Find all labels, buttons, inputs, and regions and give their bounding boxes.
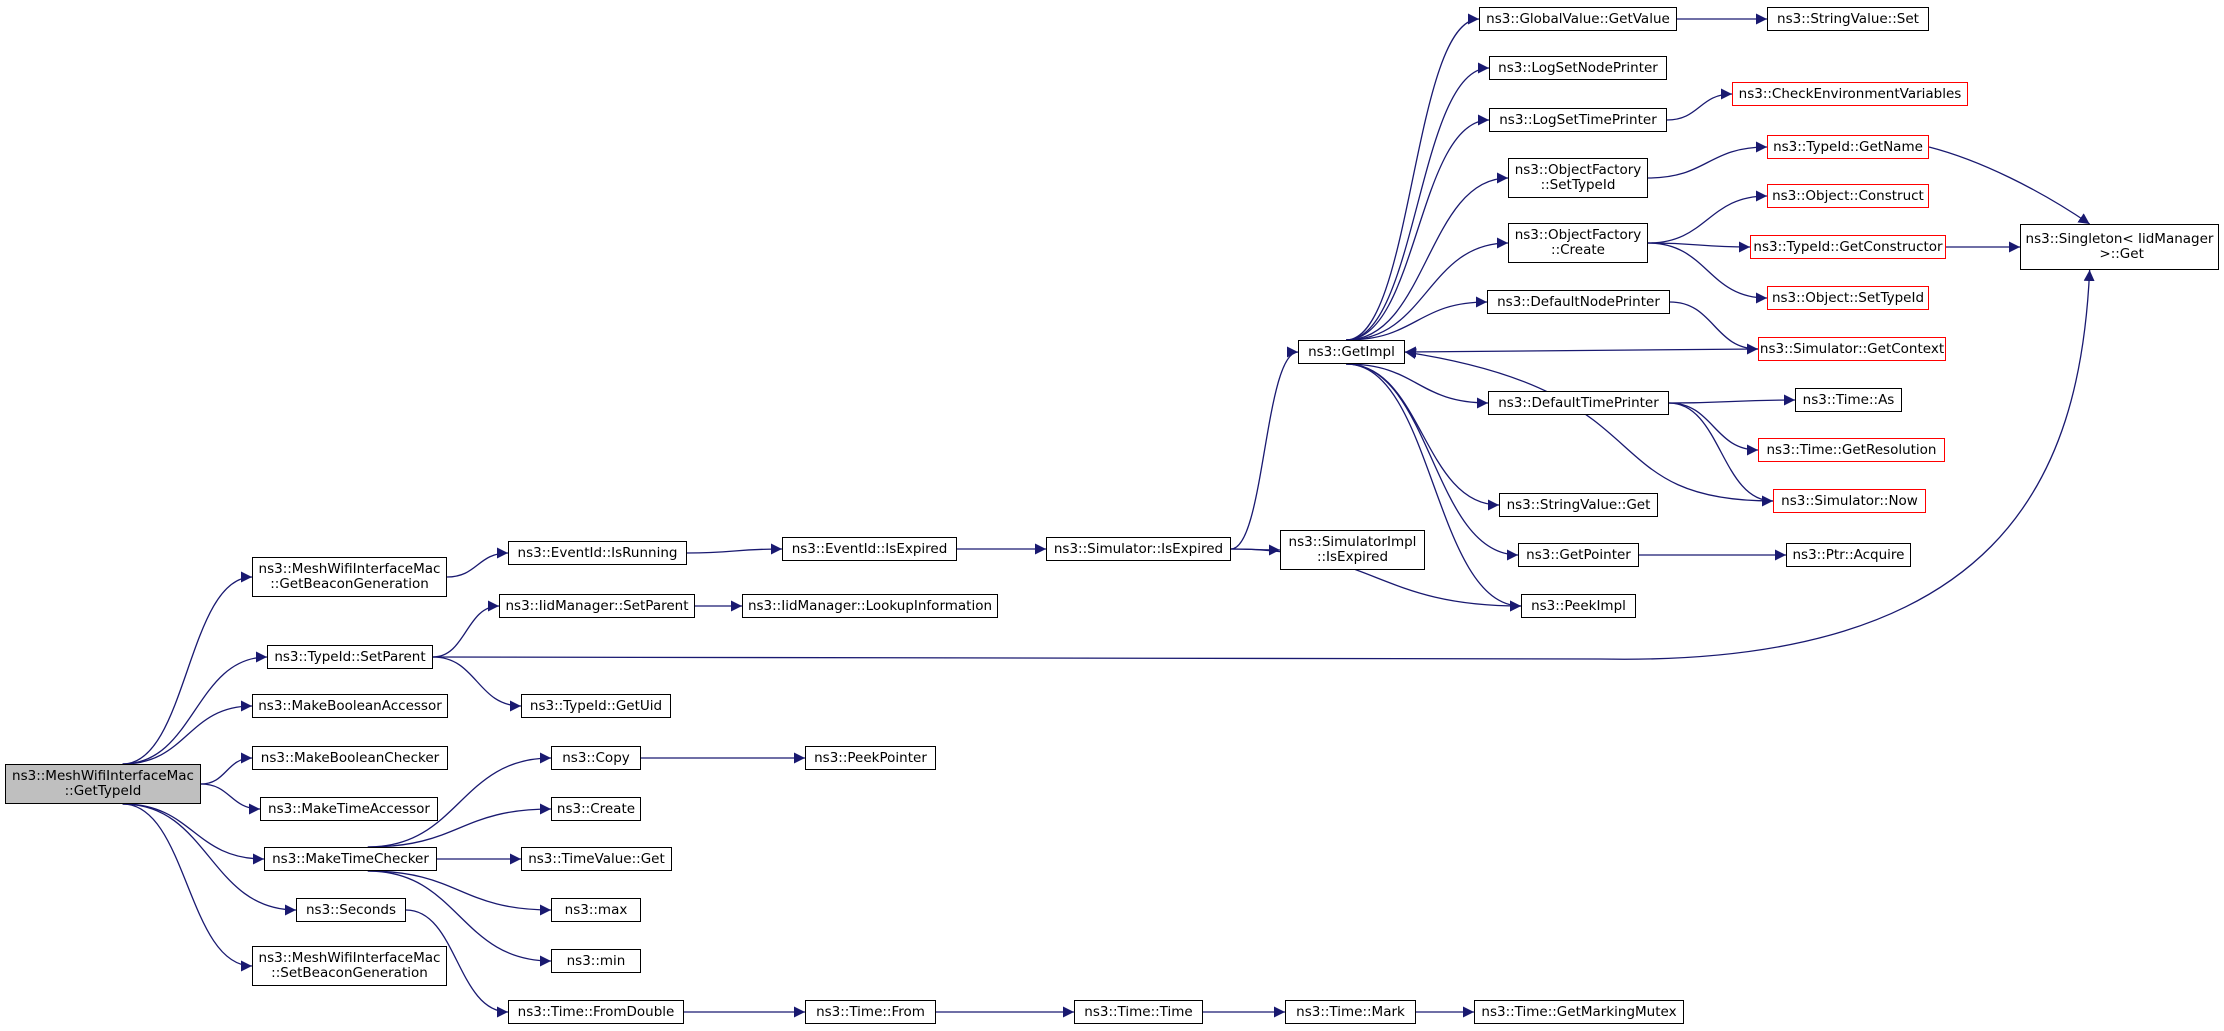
edge-defTimePrinter-to-timeAs bbox=[1668, 394, 1796, 406]
edge-simGetContext-to-getImpl bbox=[1404, 346, 1759, 358]
node-min[interactable]: ns3::min bbox=[551, 949, 641, 973]
node-time-time[interactable]: ns3::Time::Time bbox=[1074, 1000, 1203, 1024]
node-get-uid[interactable]: ns3::TypeId::GetUid bbox=[521, 694, 671, 718]
edge-makeTimeChk-to-min bbox=[367, 870, 552, 967]
node-sim-is-expired[interactable]: ns3::Simulator::IsExpired bbox=[1046, 537, 1231, 561]
node-obj-set-type-id[interactable]: ns3::Object::SetTypeId bbox=[1767, 286, 1929, 310]
node-lookup-info[interactable]: ns3::IidManager::LookupInformation bbox=[742, 594, 998, 618]
edge-root-to-getBeaconGen bbox=[122, 571, 253, 765]
node-get-impl[interactable]: ns3::GetImpl bbox=[1298, 340, 1405, 364]
node-from-double[interactable]: ns3::Time::FromDouble bbox=[508, 1000, 684, 1024]
node-time-mark[interactable]: ns3::Time::Mark bbox=[1285, 1000, 1416, 1024]
edge-defNodePrinter-to-simGetContext bbox=[1669, 301, 1759, 355]
node-def-time-printer[interactable]: ns3::DefaultTimePrinter bbox=[1488, 391, 1669, 415]
edge-makeTimeChk-to-max bbox=[367, 870, 552, 916]
node-copy[interactable]: ns3::Copy bbox=[551, 746, 641, 770]
node-sim-now[interactable]: ns3::Simulator::Now bbox=[1773, 489, 1926, 513]
node-time-as[interactable]: ns3::Time::As bbox=[1795, 388, 1902, 412]
node-make-bool-chk[interactable]: ns3::MakeBooleanChecker bbox=[252, 746, 448, 770]
node-get-beacon-gen[interactable]: ns3::MeshWifiInterfaceMac ::GetBeaconGen… bbox=[252, 557, 447, 597]
edge-typeIdGetName-to-singletonGet bbox=[1928, 146, 2091, 225]
node-get-marking-mutex[interactable]: ns3::Time::GetMarkingMutex bbox=[1474, 1000, 1684, 1024]
node-iid-set-parent[interactable]: ns3::IidManager::SetParent bbox=[499, 594, 695, 618]
edge-root-to-makeTimeAcc bbox=[200, 783, 261, 815]
node-log-set-time[interactable]: ns3::LogSetTimePrinter bbox=[1489, 108, 1667, 132]
edge-getImpl-to-ofSetTypeId bbox=[1346, 172, 1509, 341]
edge-root-to-makeBoolAcc bbox=[122, 700, 253, 765]
node-global-get-value[interactable]: ns3::GlobalValue::GetValue bbox=[1479, 7, 1677, 31]
node-peek-pointer[interactable]: ns3::PeekPointer bbox=[805, 746, 936, 770]
node-sim-impl-is-expired[interactable]: ns3::SimulatorImpl ::IsExpired bbox=[1280, 530, 1425, 570]
node-check-env[interactable]: ns3::CheckEnvironmentVariables bbox=[1732, 82, 1968, 106]
node-get-pointer[interactable]: ns3::GetPointer bbox=[1518, 543, 1639, 567]
node-event-is-expired[interactable]: ns3::EventId::IsExpired bbox=[782, 537, 957, 561]
node-ptr-acquire[interactable]: ns3::Ptr::Acquire bbox=[1786, 543, 1911, 567]
node-create[interactable]: ns3::Create bbox=[551, 797, 641, 821]
edge-getImpl-to-logSetTime bbox=[1346, 114, 1490, 341]
edge-simIsExpired-to-getImpl bbox=[1230, 346, 1299, 550]
edge-setParent-to-iidSetParent bbox=[432, 600, 500, 658]
node-type-id-get-ctor[interactable]: ns3::TypeId::GetConstructor bbox=[1750, 235, 1946, 259]
edge-getBeaconGen-to-eventIsRunning bbox=[446, 547, 509, 578]
edge-getImpl-to-logSetNode bbox=[1346, 62, 1490, 341]
node-time-get-res[interactable]: ns3::Time::GetResolution bbox=[1758, 438, 1945, 462]
node-of-set-type-id[interactable]: ns3::ObjectFactory ::SetTypeId bbox=[1508, 158, 1648, 198]
edge-setParent-to-singletonGet bbox=[432, 269, 2095, 660]
node-seconds[interactable]: ns3::Seconds bbox=[296, 898, 406, 922]
edge-makeTimeChk-to-copy bbox=[367, 752, 552, 848]
edge-getImpl-to-peekImpl bbox=[1346, 363, 1522, 612]
node-sim-get-context[interactable]: ns3::Simulator::GetContext bbox=[1758, 337, 1946, 361]
edge-ofCreate-to-objSetTypeId bbox=[1647, 242, 1768, 304]
edge-getImpl-to-globalGetValue bbox=[1346, 13, 1480, 341]
edge-root-to-makeBoolChk bbox=[200, 752, 253, 785]
node-time-from[interactable]: ns3::Time::From bbox=[805, 1000, 936, 1024]
node-str-value-get[interactable]: ns3::StringValue::Get bbox=[1499, 493, 1658, 517]
node-str-value-set[interactable]: ns3::StringValue::Set bbox=[1767, 7, 1929, 31]
node-max[interactable]: ns3::max bbox=[551, 898, 641, 922]
node-set-parent[interactable]: ns3::TypeId::SetParent bbox=[267, 645, 433, 669]
node-make-time-acc[interactable]: ns3::MakeTimeAccessor bbox=[260, 797, 438, 821]
node-obj-construct[interactable]: ns3::Object::Construct bbox=[1767, 184, 1929, 208]
edge-getImpl-to-defTimePrinter bbox=[1346, 363, 1489, 409]
edge-eventIsRunning-to-eventIsExpired bbox=[686, 543, 783, 555]
node-event-is-running[interactable]: ns3::EventId::IsRunning bbox=[508, 541, 687, 565]
edge-root-to-setParent bbox=[122, 651, 268, 765]
node-def-node-printer[interactable]: ns3::DefaultNodePrinter bbox=[1487, 290, 1670, 314]
edge-getImpl-to-getPointer bbox=[1346, 363, 1519, 561]
edge-ofSetTypeId-to-typeIdGetName bbox=[1647, 141, 1768, 179]
edge-ofCreate-to-typeIdGetCtor bbox=[1647, 241, 1751, 253]
edge-ofCreate-to-objConstruct bbox=[1647, 190, 1768, 244]
node-of-create[interactable]: ns3::ObjectFactory ::Create bbox=[1508, 223, 1648, 263]
node-type-id-get-name[interactable]: ns3::TypeId::GetName bbox=[1767, 135, 1929, 159]
edge-getImpl-to-defNodePrinter bbox=[1346, 296, 1488, 341]
node-peek-impl[interactable]: ns3::PeekImpl bbox=[1521, 594, 1636, 618]
node-make-time-chk[interactable]: ns3::MakeTimeChecker bbox=[264, 847, 437, 871]
node-time-value-get[interactable]: ns3::TimeValue::Get bbox=[521, 847, 672, 871]
edge-seconds-to-fromDouble bbox=[405, 909, 509, 1018]
edge-logSetTime-to-checkEnv bbox=[1666, 88, 1733, 121]
edge-getImpl-to-ofCreate bbox=[1346, 237, 1509, 341]
edge-makeTimeChk-to-create bbox=[367, 803, 552, 848]
node-set-beacon-gen[interactable]: ns3::MeshWifiInterfaceMac ::SetBeaconGen… bbox=[252, 946, 447, 986]
node-root[interactable]: ns3::MeshWifiInterfaceMac ::GetTypeId bbox=[5, 764, 201, 804]
node-log-set-node[interactable]: ns3::LogSetNodePrinter bbox=[1489, 56, 1667, 80]
edge-root-to-seconds bbox=[122, 803, 297, 916]
edge-simNow-to-getImpl bbox=[1404, 348, 1774, 502]
edge-defTimePrinter-to-simNow bbox=[1668, 402, 1774, 507]
node-make-bool-acc[interactable]: ns3::MakeBooleanAccessor bbox=[252, 694, 448, 718]
edge-root-to-setBeaconGen bbox=[122, 803, 253, 972]
node-singleton-get[interactable]: ns3::Singleton< IidManager >::Get bbox=[2020, 224, 2219, 270]
edge-setParent-to-getUid bbox=[432, 656, 522, 712]
